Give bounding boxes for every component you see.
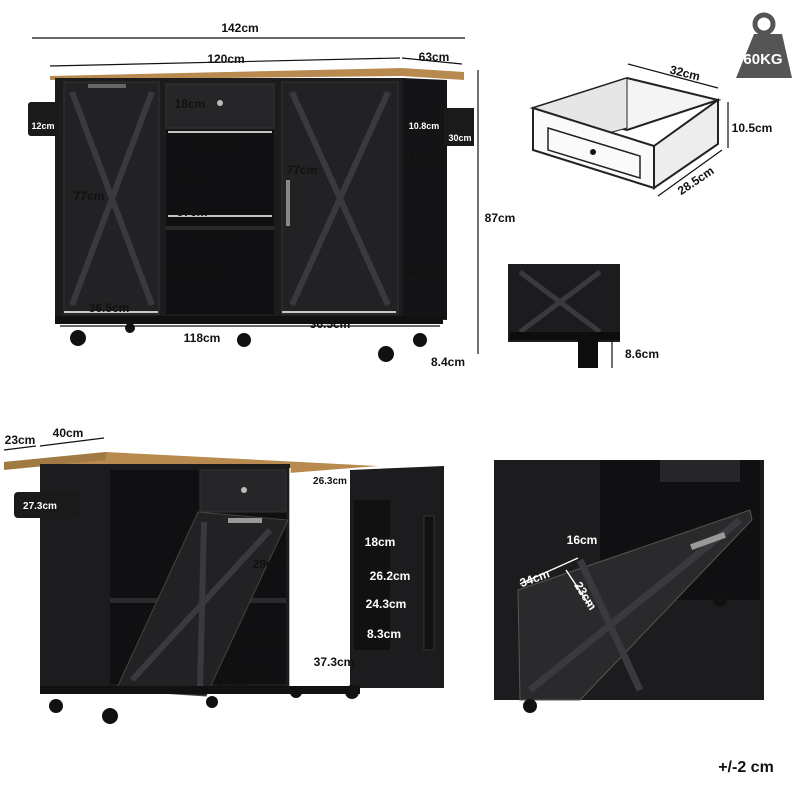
dim-bottom-width: 37.3cm [314,655,355,669]
weight-badge: 60KG [736,12,792,78]
dim-shelf-gap-lower: 28.5cm [174,267,215,281]
dim-door-rack-depth: 8.3cm [367,627,401,641]
dim-door-rack-gap: 18cm [365,535,396,549]
dim-door-shelf-top: 26.3cm [313,476,347,487]
dim-bin-top: 16cm [567,533,598,547]
dim-overhang: 23cm [5,433,36,447]
tolerance-note: +/-2 cm [718,759,774,776]
spice-rack [444,108,474,146]
cabinet-side [403,78,447,320]
dim-drawer-height: 18cm [175,97,206,111]
dim-shelf-depth: 36.7cm [302,585,343,599]
dim-drawer-box-height: 10.5cm [732,121,773,135]
weight-icon [736,34,792,78]
dim-base-width: 118cm [184,331,221,345]
wheel-caster [578,340,598,368]
dim-left-door-height: 77cm [74,189,105,203]
dim-shelf-width: 37cm [205,229,236,243]
dim-bin-depth: 37cm [237,663,268,677]
dim-base-depth: 37cm [218,677,246,689]
left-door-handle [88,84,126,88]
drawer-knob [217,100,223,106]
middle-shelf [166,226,274,230]
middle-open-shelves [166,130,274,314]
dim-door-rack-width: 26.2cm [370,569,411,583]
dim-interior-gap-middle: 24.3cm [366,597,407,611]
towel-bar [28,102,58,136]
dim-height-total: 87cm [485,211,516,225]
dim-drawer-depth: 32cm [668,63,701,84]
dim-depth: 63cm [419,50,450,64]
open-wheels [49,685,359,724]
drawer-view: 32cm 10.5cm 28.5cm [529,63,773,198]
dim-interior-gap-lower: 26.5cm [302,635,343,649]
dim-shelf-gap-upper-open: 29cm [253,557,284,571]
dim-drawer-section: 23.5cm [300,493,341,507]
dim-width-top: 120cm [207,52,244,66]
dim-wheel-height: 8.4cm [431,355,465,369]
base [55,316,443,324]
wheels [70,323,427,362]
open-view: 23cm 40cm 27.3cm 26.3cm 23.5cm 29cm 24.3… [3,426,444,724]
dim-left-door-width: 36.5cm [89,301,130,315]
dim-shelf-gap-upper: 29cm [175,172,206,186]
dim-spice-rack-height: 10.8cm [409,121,440,131]
weight-label: 60KG [743,51,782,68]
dim-shelf-gap-lower-open: 28.5cm [238,635,279,649]
dim-right-door-height: 77cm [287,163,318,177]
dim-towel-bar-open: 27.3cm [23,501,57,512]
dim-wheel-detail: 8.6cm [625,347,659,361]
dim-towel-bar: 12cm [31,121,54,131]
dim-right-door-width: 36.5cm [310,317,351,331]
dim-spice-rack-depth: 12cm [409,150,440,164]
trash-bin-view: 16cm 34cm 23cm [494,460,764,713]
open-towel-bar [14,492,80,518]
countertop [50,68,464,80]
dim-spice-rack-width: 30cm [448,133,471,143]
dim-drawer-width: 36.5cm [200,135,241,149]
dim-shelf-inner-width: 37cm [177,205,208,219]
drawer-knob-icon [590,149,596,155]
dim-interior-gap-upper: 24.3cm [296,557,337,571]
front-view: 142cm 120cm 63cm 87cm 12cm 10.8cm 30cm 1… [28,21,515,369]
dim-side-depth: 39cm [407,263,438,277]
wheel-detail: 8.6cm [508,264,659,368]
right-door-handle [286,180,290,226]
dim-top-depth: 40cm [53,426,84,440]
dim-width-total: 142cm [221,21,258,35]
